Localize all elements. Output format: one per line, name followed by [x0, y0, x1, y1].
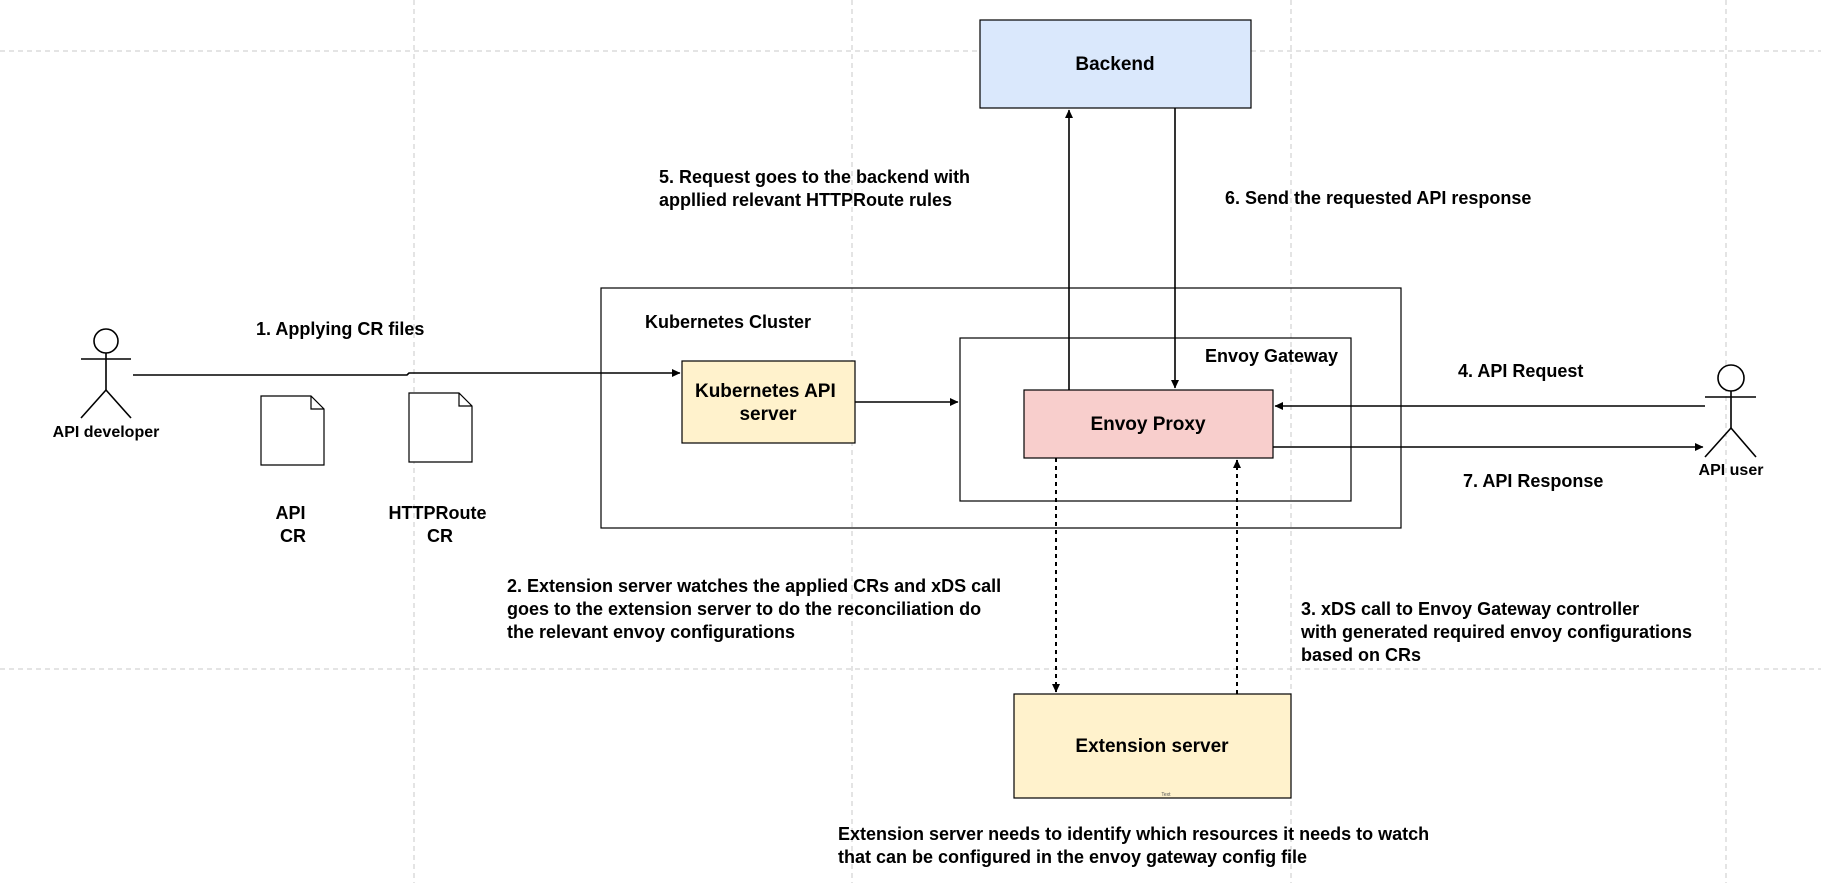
backend-node[interactable]	[979, 19, 1252, 109]
step-4-label: 4. API Request	[1458, 361, 1583, 381]
envoy-gateway-label: Envoy Gateway	[1205, 346, 1338, 366]
step-5-label-line: appllied relevant HTTPRoute rules	[659, 190, 952, 210]
step-2-label-line: the relevant envoy configurations	[507, 622, 795, 642]
api-cr-label-line: API	[275, 503, 305, 523]
backend-label: Backend	[1075, 54, 1154, 75]
api-developer-head	[93, 328, 119, 354]
envoy-proxy-label: Envoy Proxy	[1090, 414, 1206, 435]
api-developer-label: API developer	[53, 424, 160, 441]
kubernetes-api-server-label-line: server	[739, 404, 797, 425]
step-3-label-line: with generated required envoy configurat…	[1300, 622, 1692, 642]
extension-server-node[interactable]	[1013, 693, 1292, 799]
httproute-cr-label: HTTPRoute CR	[388, 503, 491, 546]
kubernetes-api-server-node[interactable]	[681, 360, 856, 444]
step-3-label-line: 3. xDS call to Envoy Gateway controller	[1301, 599, 1639, 619]
api-cr-document-icon[interactable]	[260, 395, 325, 466]
httproute-cr-label-line: HTTPRoute	[388, 503, 486, 523]
step-7-label: 7. API Response	[1463, 471, 1603, 491]
api-user-leg-left	[1704, 427, 1732, 458]
api-user-label: API user	[1699, 462, 1764, 479]
kubernetes-cluster-container[interactable]	[600, 287, 1402, 529]
api-developer-leg-left	[80, 389, 107, 419]
step-2-label: 2. Extension server watches the applied …	[507, 576, 1006, 642]
api-cr-label: API CR	[275, 503, 310, 546]
httproute-cr-document-icon[interactable]	[408, 392, 473, 463]
api-user-actor[interactable]	[1704, 364, 1757, 458]
step-6-label: 6. Send the requested API response	[1225, 188, 1531, 208]
kubernetes-cluster-label: Kubernetes Cluster	[645, 312, 811, 332]
httproute-cr-label-line: CR	[427, 526, 453, 546]
step-5-label: 5. Request goes to the backend with appl…	[659, 167, 975, 210]
extension-server-tiny-text: Text	[1161, 792, 1171, 798]
extension-server-label: Extension server	[1075, 736, 1229, 757]
step-2-label-line: 2. Extension server watches the applied …	[507, 576, 1001, 596]
extension-server-note-line: Extension server needs to identify which…	[838, 824, 1429, 844]
step-5-label-line: 5. Request goes to the backend with	[659, 167, 970, 187]
step-1-label: 1. Applying CR files	[256, 319, 424, 339]
api-user-leg-right	[1730, 427, 1757, 458]
extension-server-note: Extension server needs to identify which…	[838, 824, 1434, 867]
envoy-gateway-container[interactable]	[959, 337, 1352, 502]
api-developer-leg-right	[105, 389, 132, 419]
api-cr-label-line: CR	[280, 526, 306, 546]
arrow-apply-cr-files	[133, 369, 681, 377]
extension-server-note-line: that can be configured in the envoy gate…	[838, 847, 1307, 867]
api-developer-actor[interactable]	[80, 328, 132, 419]
kubernetes-api-server-label: Kubernetes API server	[695, 381, 841, 425]
step-3-label-line: based on CRs	[1301, 645, 1421, 665]
step-3-label: 3. xDS call to Envoy Gateway controller …	[1300, 599, 1697, 665]
api-user-head	[1717, 364, 1745, 392]
step-2-label-line: goes to the extension server to do the r…	[507, 599, 981, 619]
kubernetes-api-server-label-line: Kubernetes API	[695, 381, 836, 402]
envoy-proxy-node[interactable]	[1023, 389, 1274, 459]
